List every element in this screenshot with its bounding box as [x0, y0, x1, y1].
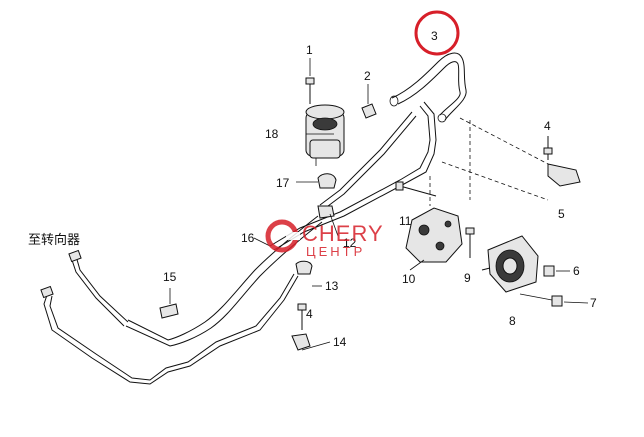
highlight-circle — [414, 10, 460, 56]
callout-3: 3 — [431, 29, 438, 43]
watermark-logo: CHERY ЦЕНТР — [265, 219, 384, 259]
watermark-brand: CHERY — [302, 221, 384, 246]
callout-13: 13 — [325, 279, 339, 293]
callout-14: 14 — [333, 335, 347, 349]
callout-11: 11 — [399, 214, 412, 228]
dashed-guides — [429, 117, 549, 206]
callout-1: 1 — [306, 43, 313, 57]
clamp-part-13 — [295, 260, 322, 287]
clip-part-2 — [361, 84, 377, 119]
callout-16: 16 — [241, 231, 255, 245]
callout-9: 9 — [464, 271, 471, 285]
callout-15: 15 — [163, 270, 177, 284]
callout-17: 17 — [276, 176, 290, 190]
callout-18: 18 — [265, 127, 279, 141]
steering-line — [40, 249, 299, 385]
watermark-subtitle: ЦЕНТР — [306, 244, 365, 259]
clamp-part-17 — [296, 173, 337, 189]
bracket-part-15 — [159, 288, 179, 319]
clip-part-14 — [291, 333, 311, 351]
bolt-part-11 — [395, 181, 437, 197]
callout-4-lower: 4 — [306, 307, 313, 321]
callout-6: 6 — [573, 264, 580, 278]
callout-2: 2 — [364, 69, 371, 83]
watermark-ring-gap — [286, 232, 300, 240]
bracket-part-5 — [543, 136, 581, 187]
steering-gear-label: 至转向器 — [28, 232, 80, 248]
bolt-part-7 — [519, 293, 589, 307]
callout-8: 8 — [509, 314, 516, 328]
reservoir-part-18 — [305, 104, 345, 166]
bolt-part-4-lower — [297, 303, 307, 330]
pump-bracket-part-10 — [405, 207, 463, 263]
clamp-part-12 — [317, 205, 339, 237]
bolt-part-6 — [543, 265, 570, 277]
callout-4-upper: 4 — [544, 119, 551, 133]
callout-7: 7 — [590, 296, 597, 310]
bolt-part-1 — [305, 58, 315, 104]
callout-12: 12 — [343, 236, 357, 250]
bolt-part-9 — [465, 227, 475, 258]
callout-10: 10 — [402, 272, 416, 286]
pump-part-8 — [481, 235, 539, 293]
pressure-line — [269, 101, 437, 251]
callout-5: 5 — [558, 207, 565, 221]
leader-lines — [253, 133, 425, 351]
hose-part-3 — [389, 52, 467, 123]
